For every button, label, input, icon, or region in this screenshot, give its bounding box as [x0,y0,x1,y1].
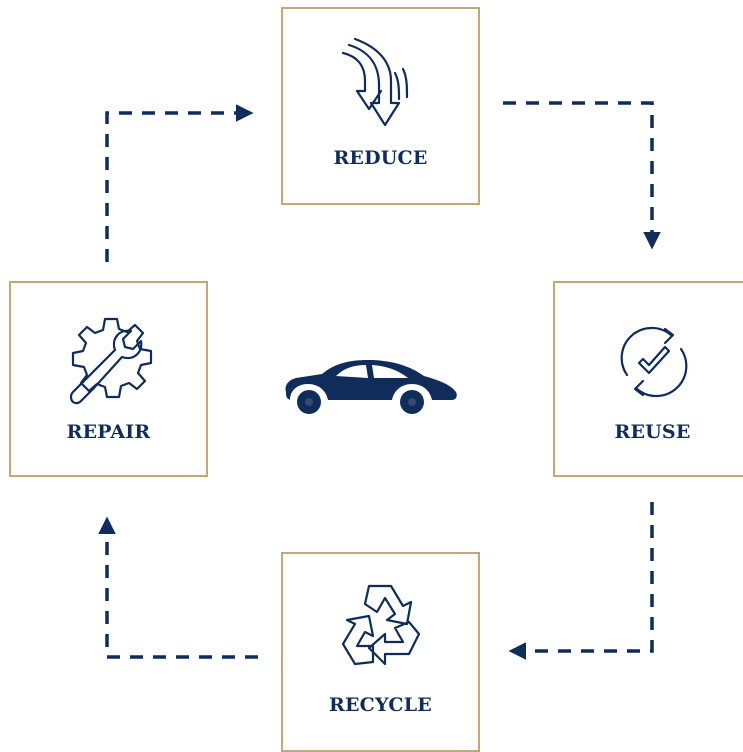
reduce-box: REDUCE [281,7,480,205]
arrow-repair-to-reduce [105,104,254,262]
gear-wrench-icon [69,317,153,405]
recycle-icon [341,584,421,666]
recycle-label: RECYCLE [329,694,432,716]
recycle-box: RECYCLE [281,552,480,752]
arrow-recycle-to-repair [98,516,258,659]
circular-check-icon [620,326,688,398]
car-icon [285,360,457,414]
reduce-label: REDUCE [333,147,428,169]
arrow-reduce-to-reuse [503,101,661,250]
repair-label: REPAIR [66,421,151,443]
arrow-reuse-to-recycle [508,502,654,660]
reuse-box: REUSE [553,281,743,477]
repair-box: REPAIR [9,281,208,477]
downward-arrows-icon [341,37,409,127]
reuse-label: REUSE [614,421,691,443]
